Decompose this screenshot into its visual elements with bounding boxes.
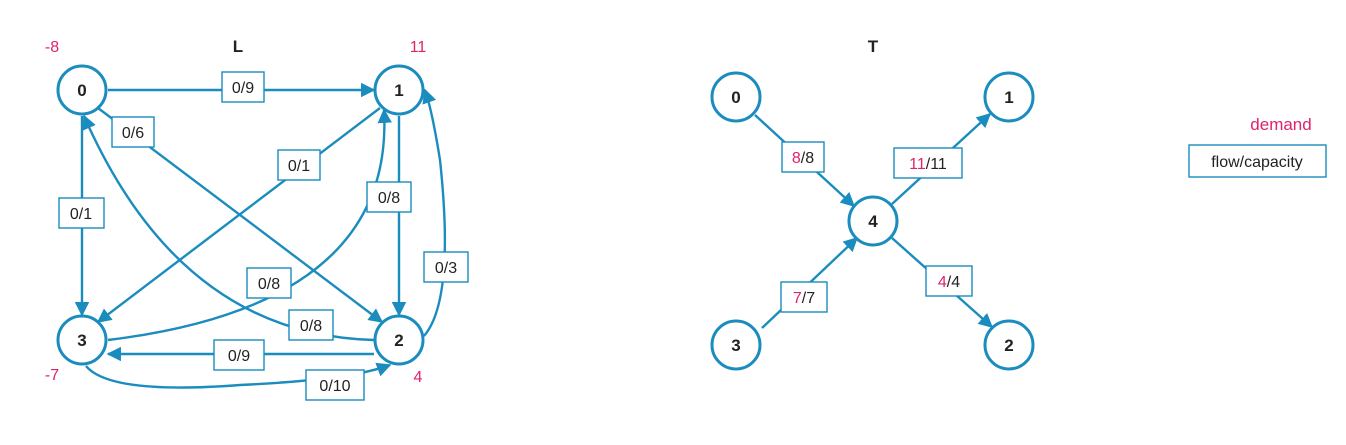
graph-t-edge-labels: 8/8 11/11 7/7 4/4 [780,141,973,313]
t-edge-label-4-2: 4/4 [925,265,973,297]
graph-t-node-2: 2 [983,319,1035,371]
edge-3-1 [107,108,392,342]
graph-t-title: T [868,37,879,56]
graph-l-node-0: 0 [56,64,108,116]
demand-node-2: 4 [414,369,423,386]
graph-t-nodes: 0 1 2 3 4 [710,71,1035,371]
svg-text:0/1: 0/1 [70,206,92,223]
svg-text:0/9: 0/9 [228,348,250,365]
graph-t-node-0: 0 [710,71,762,123]
graph-t-node-3: 3 [710,319,762,371]
edge-label-3-2: 0/10 [305,369,365,401]
edge-label-2-3: 0/9 [213,339,265,371]
legend-box [1188,144,1327,178]
svg-text:4: 4 [868,212,878,231]
edge-2-1 [422,88,447,337]
svg-text:0/6: 0/6 [122,125,144,142]
edge-label-2-0: 0/8 [288,309,334,341]
svg-text:0/1: 0/1 [288,158,310,175]
demand-node-3: -7 [45,367,59,384]
legend: demand flow/capacity [1188,115,1327,178]
legend-demand: demand [1250,115,1311,134]
graph-l-edge-labels: 0/9 0/6 0/1 0/1 0/8 0/8 [58,71,469,401]
graph-t-node-4: 4 [847,195,899,247]
svg-text:2: 2 [394,331,403,350]
svg-text:1: 1 [1004,88,1013,107]
svg-text:8/8: 8/8 [792,150,814,167]
edge-label-1-2: 0/8 [366,181,412,213]
edge-label-0-3: 0/1 [58,197,105,229]
edge-label-0-2: 0/6 [111,116,155,148]
svg-text:3: 3 [731,336,740,355]
graph-l-node-3: 3 [56,314,108,366]
edge-label-0-1: 0/9 [221,71,265,103]
t-edge-label-3-4: 7/7 [780,281,828,313]
legend-flow-capacity: flow/capacity [1211,154,1303,171]
svg-text:7/7: 7/7 [793,290,815,307]
edge-label-1-3: 0/1 [277,149,321,181]
graph-t-node-1: 1 [983,71,1035,123]
graph-l-title: L [233,37,243,56]
svg-text:0/8: 0/8 [378,190,400,207]
edge-2-0 [82,114,375,342]
t-edge-label-0-4: 8/8 [781,141,825,173]
svg-text:11/11: 11/11 [909,156,947,173]
svg-text:0: 0 [731,88,740,107]
svg-text:0/9: 0/9 [232,80,254,97]
demand-node-0: -8 [45,39,59,56]
graph-t: T 8/8 11/11 [710,37,1035,371]
graph-l: L 0/9 0/6 0/1 [45,37,469,401]
edge-1-3 [96,107,381,323]
svg-text:3: 3 [77,331,86,350]
graph-l-node-1: 1 [373,64,425,116]
graph-l-nodes: 0 1 2 3 [56,64,425,366]
svg-text:0/10: 0/10 [319,378,350,395]
edge-label-3-1: 0/8 [246,267,292,299]
edge-label-2-1: 0/3 [423,251,469,283]
svg-text:0/3: 0/3 [435,260,457,277]
svg-text:0: 0 [77,81,86,100]
svg-text:1: 1 [394,81,403,100]
svg-text:2: 2 [1004,336,1013,355]
svg-text:4/4: 4/4 [938,274,960,291]
svg-text:0/8: 0/8 [300,318,322,335]
t-edge-label-4-1: 11/11 [893,147,963,179]
graph-l-node-2: 2 [373,314,425,366]
graph-l-demands: -8 11 4 -7 [45,39,427,386]
demand-node-1: 11 [410,39,427,56]
svg-text:0/8: 0/8 [258,276,280,293]
